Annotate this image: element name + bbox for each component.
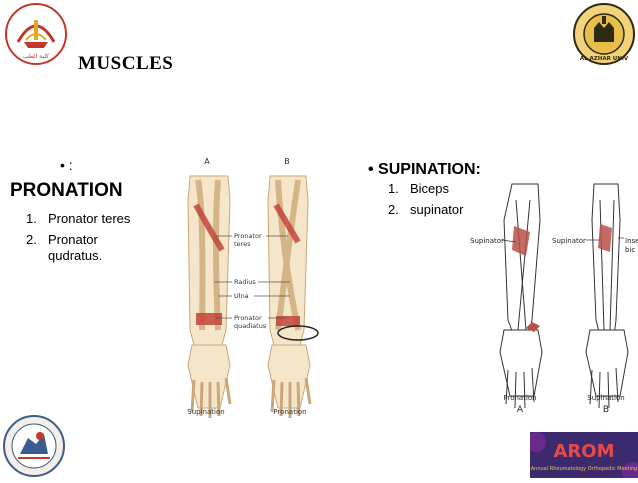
panel-label-b-right: B — [603, 405, 609, 415]
caption-supination-right: Supination — [587, 394, 624, 402]
list-text: Pronator teres — [48, 211, 131, 226]
label-supinator-b: Supinator — [552, 237, 586, 245]
biceps-insertion-a — [526, 322, 540, 332]
label-supinator-a: Supinator — [470, 237, 504, 245]
label-insertion-biceps: Inse — [625, 237, 638, 245]
label-pronator-quadratus: Pronator — [234, 314, 262, 322]
orthopaedic-association-logo — [0, 414, 68, 478]
slide-title: MUSCLES — [78, 53, 174, 74]
list-item: 1. Pronator teres — [26, 211, 130, 227]
supinator-muscle-a — [512, 226, 530, 256]
list-item: 2. Pronator qudratus. — [26, 232, 136, 264]
panel-label-b: B — [284, 157, 290, 166]
list-number: 2. — [388, 202, 399, 217]
label-pronator-teres: Pronator — [234, 232, 262, 240]
list-text: supinator — [410, 202, 464, 217]
caption-pronation: Pronation — [273, 408, 306, 416]
svg-text:AL AZHAR UNIV: AL AZHAR UNIV — [580, 56, 629, 62]
arm-right-a — [499, 183, 543, 409]
arm-right-b — [585, 183, 629, 409]
svg-text:كلية الطب: كلية الطب — [23, 53, 49, 60]
panel-label-a-right: A — [517, 405, 524, 415]
label-pronator-quadratus-2: quadiatus — [234, 322, 267, 330]
supinator-muscle-b — [598, 224, 612, 252]
arom-subtext: Annual Rheumatology Orthopedic Meeting — [531, 466, 637, 472]
supination-heading: • SUPINATION: — [368, 161, 483, 179]
label-insertion-biceps-2: bic — [625, 246, 635, 254]
list-number: 1. — [26, 211, 37, 226]
forearm-figure-supination: Supinator Supinator Inse bic Pronation S… — [468, 180, 638, 420]
forearm-figure-pronation: A B — [170, 150, 350, 422]
list-number: 2. — [26, 232, 37, 247]
arom-text: AROM — [553, 441, 614, 462]
list-item: 2. supinator — [388, 202, 463, 218]
faculty-logo: كلية الطب — [4, 2, 68, 66]
panel-label-a: A — [204, 157, 210, 166]
arom-logo: AROM Annual Rheumatology Orthopedic Meet… — [526, 432, 638, 482]
bullet-text: : — [68, 157, 73, 173]
arm-a — [187, 175, 232, 418]
caption-supination: Supination — [187, 408, 224, 416]
supination-heading-text: SUPINATION: — [378, 161, 481, 178]
list-item: 1. Biceps — [388, 181, 449, 197]
list-text: Biceps — [410, 181, 450, 196]
label-radius: Radius — [234, 278, 256, 286]
list-text: Pronator qudratus. — [48, 232, 103, 263]
azhar-university-logo: AL AZHAR UNIV — [572, 2, 636, 66]
arm-b — [267, 175, 319, 418]
label-pronator-teres-2: teres — [234, 240, 251, 248]
caption-pronation-right: Pronation — [503, 394, 536, 402]
list-number: 1. — [388, 181, 399, 196]
supination-list: 1. Biceps 2. supinator — [386, 178, 466, 222]
label-ulna: Ulna — [234, 292, 249, 300]
bullet-colon: • : — [60, 157, 73, 173]
pronation-heading: PRONATION — [10, 180, 123, 201]
